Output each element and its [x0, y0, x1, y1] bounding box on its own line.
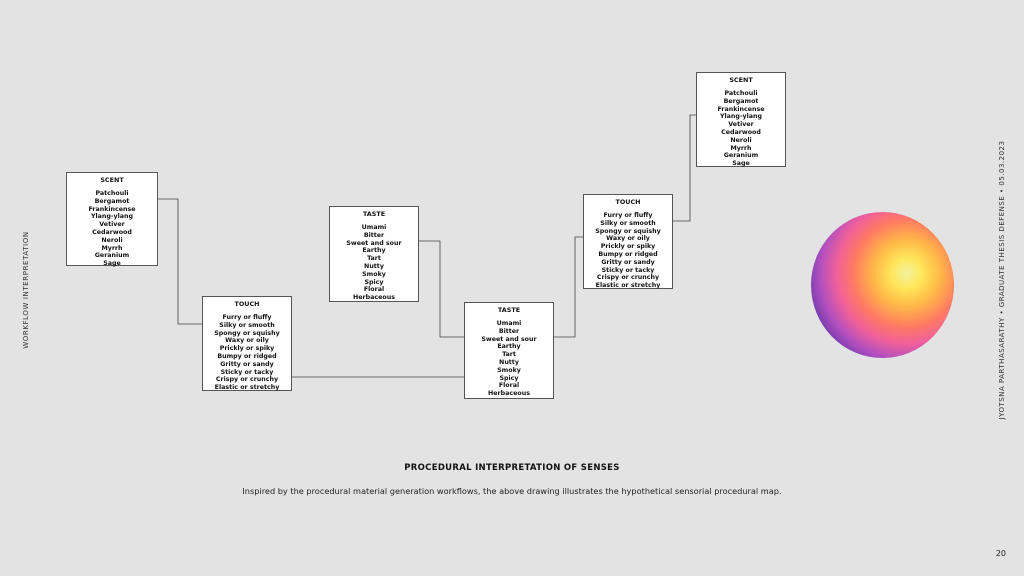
node-title: TASTE: [362, 210, 386, 218]
node-item: Sticky or tacky: [601, 266, 655, 274]
node-item: Tart: [502, 351, 516, 359]
node-title: SCENT: [729, 76, 753, 84]
node-item: Tart: [367, 255, 381, 263]
side-label-right: JYOTSNA PARTHASARATHY • GRADUATE THESIS …: [982, 141, 1022, 420]
node-item: Sweet and sour: [346, 239, 402, 247]
taste-node-1: TASTE Umami Bitter Sweet and sour Earthy…: [329, 206, 419, 302]
node-item: Furry or fluffy: [603, 212, 653, 219]
node-item: Earthy: [497, 343, 521, 351]
node-item: Silky or smooth: [600, 219, 656, 227]
node-item: Bergamot: [94, 197, 130, 205]
node-item: Geranium: [723, 152, 759, 160]
node-item: Ylang-ylang: [90, 213, 134, 221]
gradient-sphere-image: [811, 212, 954, 358]
node-item: Ylang-ylang: [719, 113, 763, 121]
node-item: Vetiver: [728, 121, 754, 129]
node-item: Crispy or crunchy: [215, 376, 279, 384]
node-title: TOUCH: [234, 300, 260, 308]
node-item: Nutty: [499, 358, 519, 366]
scent-node-2: SCENT Patchouli Bergamot Frankincense Yl…: [696, 72, 786, 167]
node-item: Patchouli: [95, 190, 129, 197]
node-item: Herbaceous: [353, 294, 395, 302]
node-item: Sage: [103, 260, 121, 268]
node-item: Floral: [363, 286, 385, 294]
node-item: Waxy or oily: [606, 235, 650, 243]
node-item: Umami: [496, 320, 522, 327]
node-item: Spongy or squishy: [214, 329, 280, 337]
node-item: Smoky: [362, 270, 386, 278]
node-item: Prickly or spiky: [219, 345, 275, 353]
node-item: Cedarwood: [721, 128, 761, 136]
node-item: Earthy: [362, 247, 386, 255]
node-item: Crispy or crunchy: [596, 274, 660, 282]
node-title: SCENT: [100, 176, 124, 184]
node-item: Bumpy or ridged: [598, 250, 658, 258]
node-item: Umami: [361, 224, 387, 231]
node-item: Waxy or oily: [225, 337, 269, 345]
node-item: Neroli: [730, 136, 752, 144]
node-item: Cedarwood: [92, 228, 132, 236]
side-label-left: WORKFLOW INTERPRETATION: [6, 230, 46, 350]
node-item: Patchouli: [724, 90, 758, 97]
node-item: Myrrh: [101, 244, 123, 252]
node-item: Elastic or stretchy: [214, 384, 280, 392]
node-item: Frankincense: [717, 105, 765, 113]
taste-node-2: TASTE Umami Bitter Sweet and sour Earthy…: [464, 302, 554, 399]
node-title: TOUCH: [615, 198, 641, 206]
workflow-interpretation-label: WORKFLOW INTERPRETATION: [22, 231, 30, 349]
node-item: Bitter: [363, 231, 385, 239]
node-item: Spongy or squishy: [595, 227, 661, 235]
node-item: Elastic or stretchy: [595, 282, 661, 290]
touch-node-2: TOUCH Furry or fluffy Silky or smooth Sp…: [583, 194, 673, 289]
node-item: Spicy: [364, 278, 384, 286]
node-item: Prickly or spiky: [600, 243, 656, 251]
node-item: Nutty: [364, 262, 384, 270]
node-item: Gritty or sandy: [601, 258, 655, 266]
node-title: TASTE: [497, 306, 521, 314]
node-item: Bergamot: [723, 97, 759, 105]
page-number: 20: [995, 549, 1006, 558]
caption-title: PROCEDURAL INTERPRETATION OF SENSES: [404, 463, 620, 473]
node-item: Frankincense: [88, 205, 136, 213]
node-item: Vetiver: [99, 221, 125, 229]
node-item: Bumpy or ridged: [217, 352, 277, 360]
author-thesis-date-label: JYOTSNA PARTHASARATHY • GRADUATE THESIS …: [998, 140, 1006, 420]
node-item: Floral: [498, 382, 520, 390]
node-item: Neroli: [101, 236, 123, 244]
node-item: Myrrh: [730, 144, 752, 152]
caption-text: Inspired by the procedural material gene…: [242, 486, 782, 496]
touch-node-1: TOUCH Furry or fluffy Silky or smooth Sp…: [202, 296, 292, 391]
node-item: Bitter: [498, 327, 520, 335]
node-item: Sage: [732, 160, 750, 168]
node-item: Silky or smooth: [219, 321, 275, 329]
node-item: Sticky or tacky: [220, 368, 274, 376]
scent-node-1: SCENT Patchouli Bergamot Frankincense Yl…: [66, 172, 158, 268]
node-item: Spicy: [499, 374, 519, 382]
node-item: Geranium: [94, 252, 130, 260]
node-item: Gritty or sandy: [220, 360, 274, 368]
node-item: Herbaceous: [488, 390, 530, 398]
node-item: Sweet and sour: [481, 335, 537, 343]
node-item: Furry or fluffy: [222, 314, 272, 321]
node-item: Smoky: [497, 366, 521, 374]
